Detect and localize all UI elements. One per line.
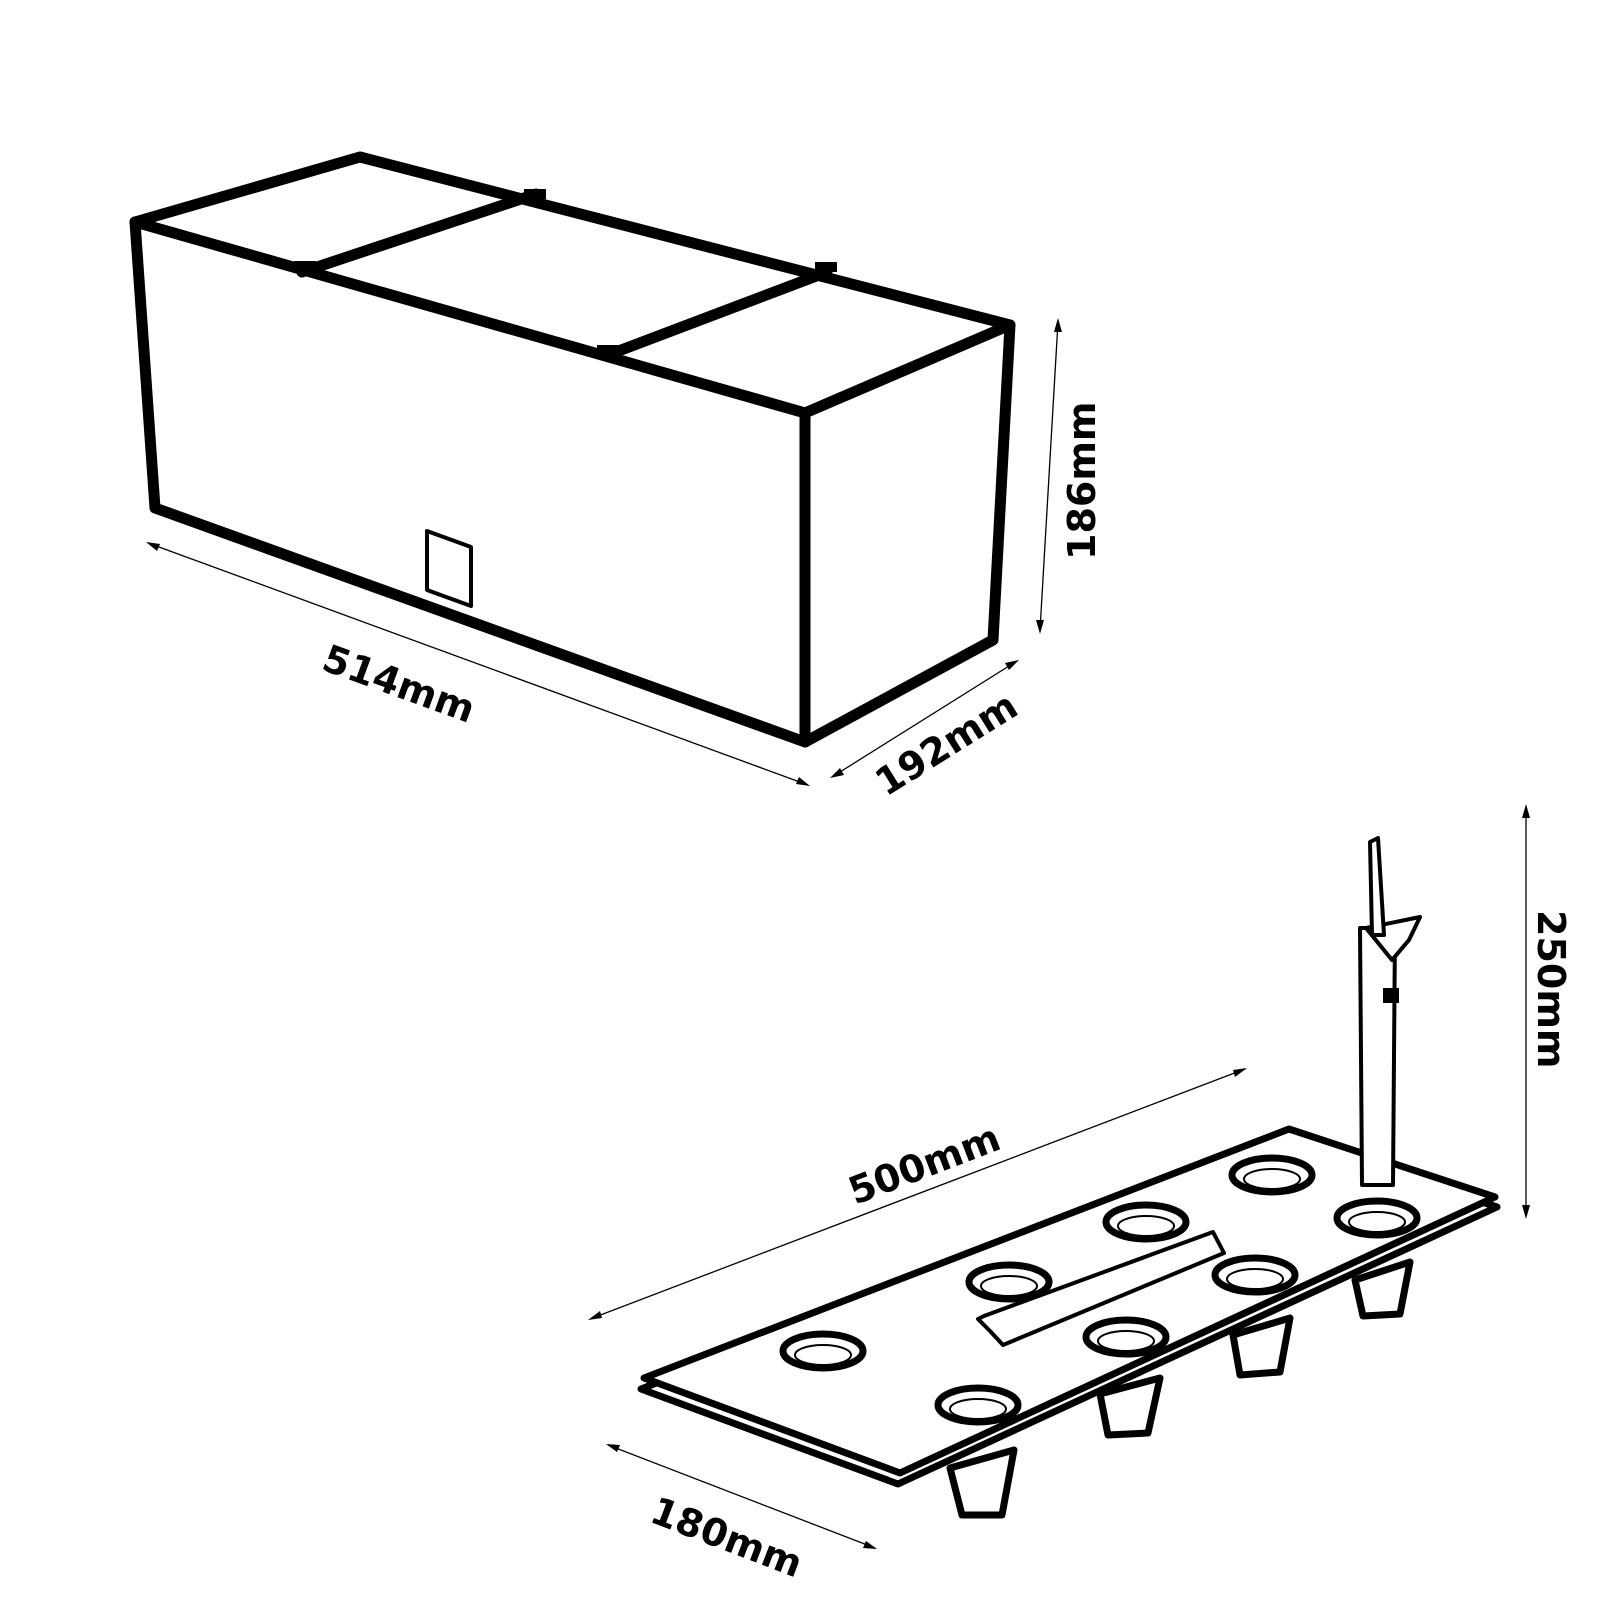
- arrow-head: [796, 777, 810, 786]
- tray-length-label: 500mm: [842, 1116, 1006, 1214]
- tray-height-label: 250mm: [1529, 910, 1573, 1069]
- box-length-dimension-line: [147, 542, 809, 786]
- arrow-head: [606, 1444, 620, 1452]
- tray-cell: [1082, 1316, 1170, 1358]
- tray-legs: [946, 1258, 1414, 1519]
- tray-cell: [1102, 1201, 1190, 1243]
- box-flap-line-left: [296, 188, 542, 278]
- tray-length-dimension-line: [589, 1068, 1246, 1320]
- box-label-square: [425, 529, 473, 608]
- tray-leg: [1096, 1374, 1164, 1439]
- tray-cell: [934, 1384, 1022, 1426]
- box-tape-tab: [597, 345, 619, 355]
- tray-leg: [946, 1446, 1018, 1519]
- box-tape-tab: [815, 262, 837, 272]
- tray-cells: [779, 1154, 1421, 1426]
- arrow-head: [1522, 1205, 1530, 1219]
- box-height-dimension-line: [1039, 321, 1059, 631]
- tray-cell: [1333, 1197, 1421, 1239]
- tray-cell: [965, 1261, 1053, 1303]
- stake-spike: [1368, 836, 1386, 937]
- box-side-face: [799, 319, 1016, 748]
- shipping-box: [129, 151, 1016, 748]
- stake-tube: [1358, 926, 1397, 1187]
- tray-width-dimension-line: [607, 1444, 876, 1549]
- tray-cell: [779, 1330, 867, 1372]
- watering-stake: [1358, 836, 1422, 1187]
- box-height-label: 186mm: [1060, 401, 1104, 560]
- box-tape-tab: [294, 261, 316, 271]
- tray-leg: [1351, 1258, 1414, 1320]
- stake-band: [1383, 988, 1399, 1003]
- tray-cell: [1211, 1254, 1299, 1296]
- arrow-head: [1054, 318, 1062, 332]
- seed-tray: [637, 836, 1501, 1519]
- arrow-head: [863, 1541, 877, 1549]
- box-tape-tab: [524, 189, 546, 199]
- arrow-head: [1036, 620, 1044, 634]
- box-depth-dimension-line: [831, 660, 1018, 778]
- arrow-head: [1005, 660, 1019, 670]
- box-flap-line-right: [602, 266, 833, 361]
- arrow-head: [588, 1311, 602, 1320]
- tray-label-strip: [976, 1230, 1226, 1347]
- tray-width-label: 180mm: [645, 1488, 809, 1586]
- arrow-head: [1522, 804, 1530, 818]
- arrow-head: [830, 768, 844, 778]
- arrow-head: [146, 542, 160, 551]
- tray-cell: [1228, 1154, 1316, 1196]
- arrow-head: [1233, 1068, 1247, 1077]
- tray-leg: [1229, 1314, 1294, 1379]
- box-length-label: 514mm: [317, 636, 481, 732]
